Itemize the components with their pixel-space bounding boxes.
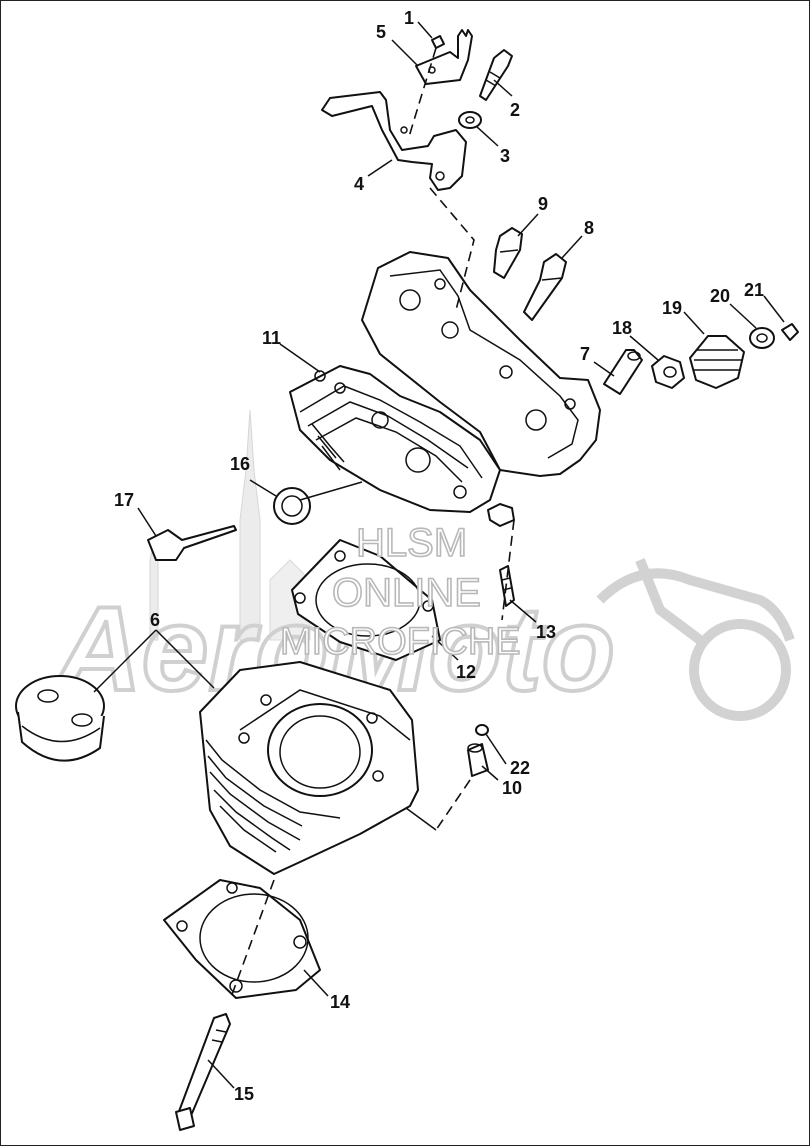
part-valve-guide-7 — [603, 349, 643, 395]
part-bracket-5 — [415, 29, 473, 85]
callout-8: 8 — [584, 218, 594, 238]
part-washer-3 — [458, 111, 482, 129]
callout-7: 7 — [580, 344, 590, 364]
part-bolt-9 — [493, 227, 523, 279]
part-dowel-10 — [467, 743, 489, 777]
part-valve-seat-16 — [273, 487, 311, 525]
part-base-gasket-14 — [163, 879, 321, 999]
watermark-spire-center — [239, 409, 261, 641]
part-stud-13 — [499, 565, 515, 607]
callout-15: 15 — [234, 1084, 254, 1104]
part-spring-retainer-20 — [749, 327, 775, 349]
watermark-motorcycle — [596, 558, 795, 721]
callout-16: 16 — [230, 454, 250, 474]
watermark-stamp-line2: ONLINE — [332, 571, 481, 615]
callout-5: 5 — [376, 22, 386, 42]
callout-12: 12 — [456, 662, 476, 682]
callout-18: 18 — [612, 318, 632, 338]
assembly-lines — [229, 47, 515, 1001]
callout-9: 9 — [538, 194, 548, 214]
part-cylinder-head-11 — [289, 251, 601, 527]
part-o-ring-22 — [475, 724, 489, 736]
callout-14: 14 — [330, 992, 350, 1012]
part-valve-keeper-21 — [781, 323, 799, 341]
callout-1: 1 — [404, 8, 414, 28]
callout-6: 6 — [150, 610, 160, 630]
callout-labels: 1 2 3 4 5 6 7 8 9 10 11 12 13 14 15 16 1… — [114, 8, 764, 1104]
callout-3: 3 — [500, 146, 510, 166]
watermark-dome — [269, 559, 311, 641]
callout-21: 21 — [744, 280, 764, 300]
leader-lines — [93, 21, 785, 1089]
part-bolt-2 — [479, 49, 513, 101]
callout-2: 2 — [510, 100, 520, 120]
callout-13: 13 — [536, 622, 556, 642]
part-screw-1 — [431, 35, 445, 49]
callout-10: 10 — [502, 778, 522, 798]
part-piston-6 — [15, 675, 105, 762]
watermark-stamp-line3: MICROFICHE — [280, 621, 521, 663]
part-cylinder — [199, 661, 419, 875]
callout-17: 17 — [114, 490, 134, 510]
callout-19: 19 — [662, 298, 682, 318]
part-head-gasket-12 — [291, 539, 441, 661]
part-valve-17 — [147, 525, 237, 561]
callout-11: 11 — [262, 328, 281, 348]
part-stud-15 — [175, 1013, 231, 1131]
part-bolt-8 — [523, 253, 567, 321]
callout-22: 22 — [510, 758, 530, 778]
watermark-stamp: HLSM ONLINE MICROFICHE — [279, 520, 521, 664]
callout-20: 20 — [710, 286, 730, 306]
part-valve-spring-19 — [689, 335, 745, 389]
part-valve-seal-18 — [651, 355, 685, 389]
part-bracket-4 — [321, 91, 467, 191]
watermark-stamp-line1: HLSM — [356, 521, 467, 565]
callout-4: 4 — [354, 174, 364, 194]
